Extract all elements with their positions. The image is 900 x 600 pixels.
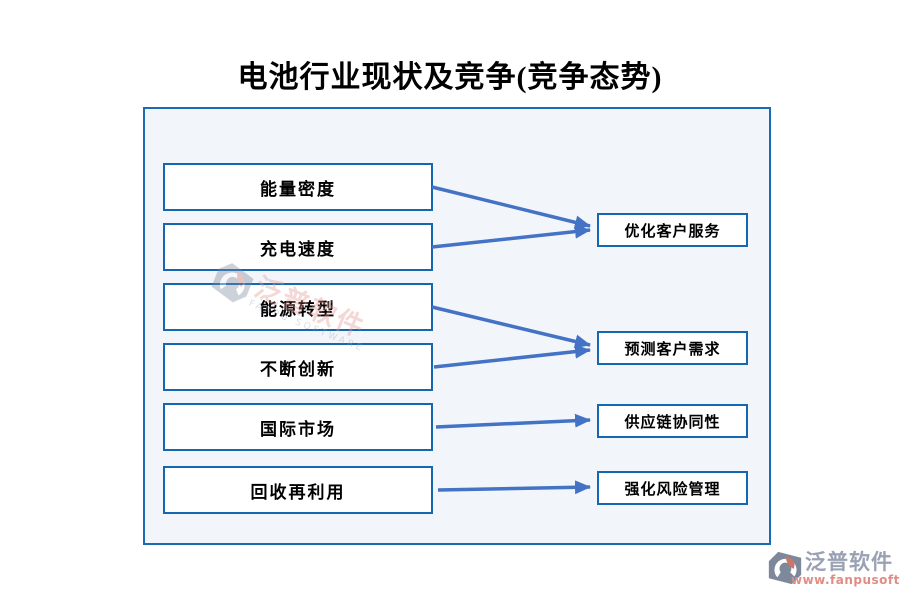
right-node-risk-management: 强化风险管理 <box>597 471 748 505</box>
node-label: 回收再利用 <box>250 482 346 503</box>
left-node-continuous-innovation: 不断创新 <box>163 343 433 391</box>
footer-logo-url: www.fanpusoft.com <box>791 573 900 588</box>
node-label: 预测客户需求 <box>624 339 721 358</box>
node-label: 能源转型 <box>260 299 336 320</box>
node-label: 充电速度 <box>260 239 336 260</box>
left-node-international-market: 国际市场 <box>163 403 433 451</box>
left-node-energy-density: 能量密度 <box>163 163 433 211</box>
left-node-charging-speed: 充电速度 <box>163 223 433 271</box>
fanpu-footer-logo: 泛普软件 www.fanpusoft.com <box>768 551 900 587</box>
node-label: 不断创新 <box>260 359 336 380</box>
page-title: 电池行业现状及竞争(竞争态势) <box>237 61 663 94</box>
right-node-supply-chain-synergy: 供应链协同性 <box>597 404 748 438</box>
node-label: 强化风险管理 <box>624 479 721 498</box>
node-label: 优化客户服务 <box>624 221 721 240</box>
left-node-recycling-reuse: 回收再利用 <box>163 466 433 514</box>
footer-logo-name: 泛普软件 <box>805 550 893 574</box>
node-label: 能量密度 <box>260 179 336 200</box>
node-label: 供应链协同性 <box>624 412 721 431</box>
node-label: 国际市场 <box>260 419 336 440</box>
left-node-energy-transition: 能源转型 <box>163 283 433 331</box>
right-node-predict-customer-demand: 预测客户需求 <box>597 331 748 365</box>
right-node-optimize-customer-service: 优化客户服务 <box>597 213 748 247</box>
